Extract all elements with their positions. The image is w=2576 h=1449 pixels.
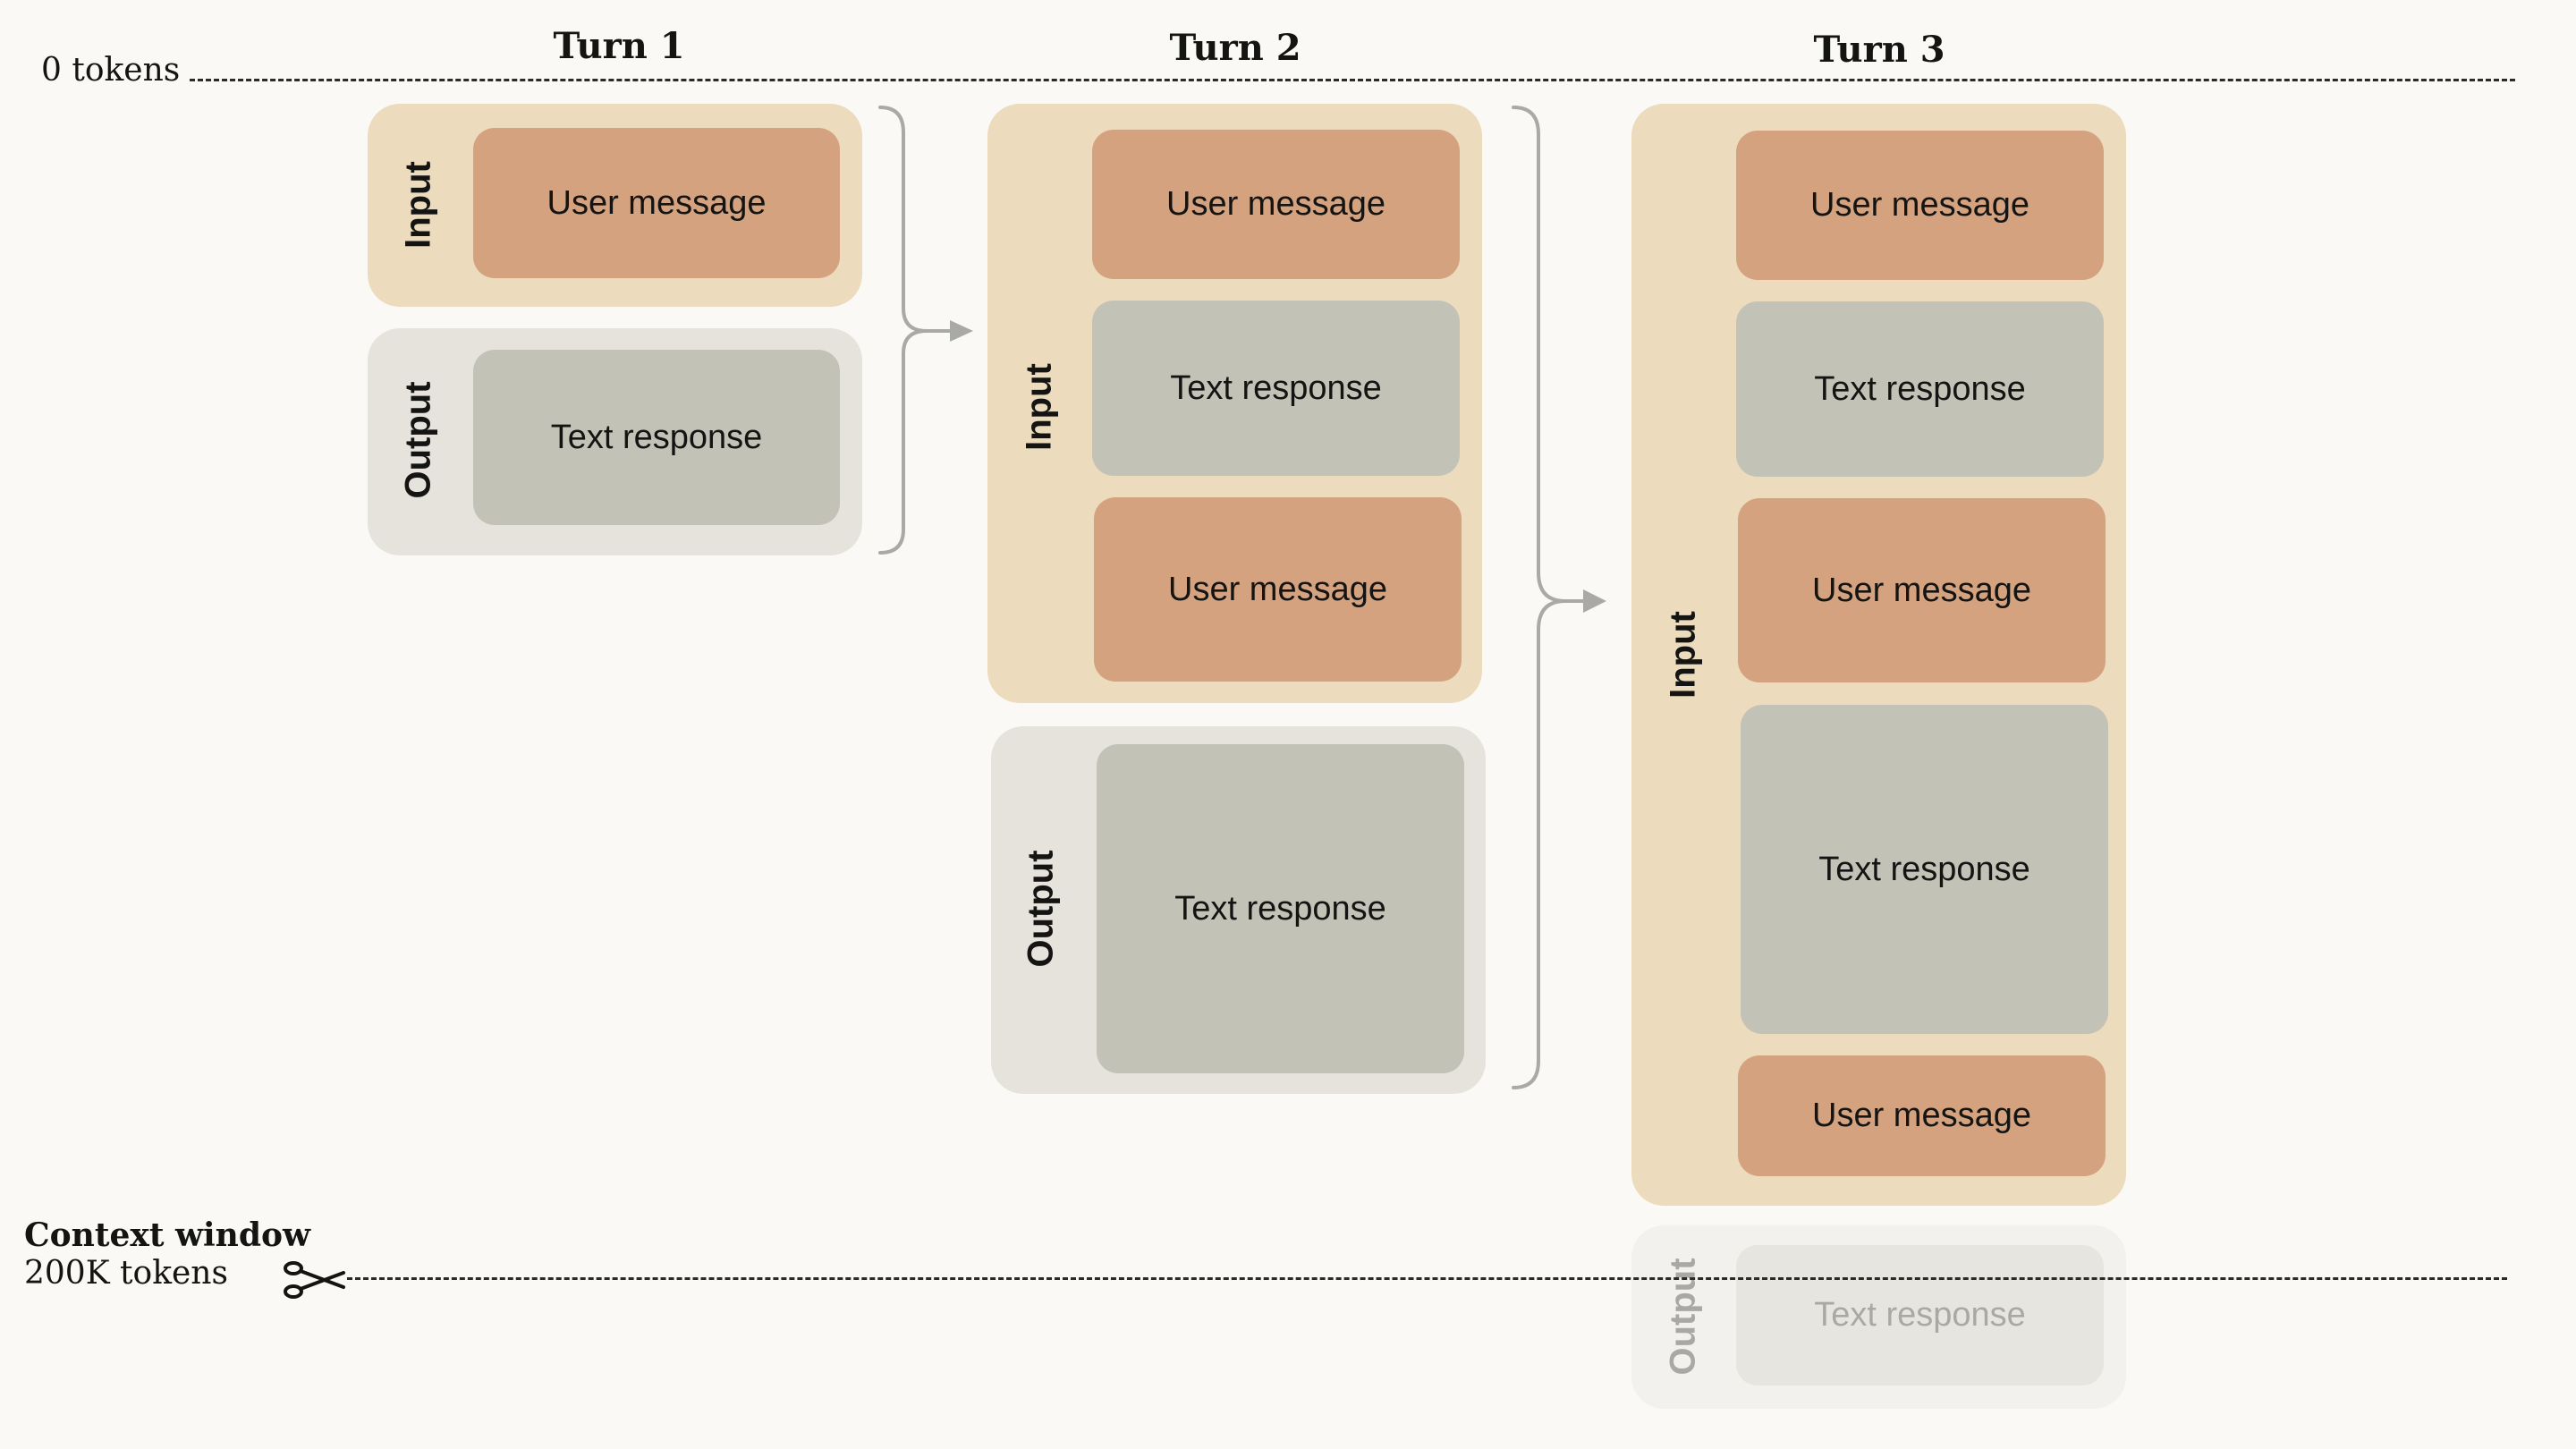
turn-2-brace [1512,106,1567,1089]
context-window-label: Context window [24,1216,311,1254]
turn-3-user-message-1: User message [1736,131,2104,280]
turn-2-user-message-1: User message [1092,130,1460,279]
turn-2-title: Turn 2 [1169,27,1301,69]
turn-1-user-message: User message [473,128,840,278]
turn-1-arrow-head [950,320,973,342]
scissors-icon [284,1261,345,1299]
turn-3-title: Turn 3 [1813,29,1945,71]
turn-3-user-message-2: User message [1738,498,2106,682]
turn-1-brace [878,106,928,555]
zero-tokens-line [190,79,2515,81]
turn-3-text-response-2: Text response [1741,705,2108,1034]
turn-1-title: Turn 1 [553,25,685,67]
turn-3-user-message-3: User message [1738,1055,2106,1176]
turn-3-text-response-1: Text response [1736,301,2104,477]
turn-2-text-response-2: Text response [1097,744,1464,1073]
zero-tokens-label: 0 tokens [41,52,181,89]
context-window-size: 200K tokens [24,1255,228,1292]
turn-2-user-message-2: User message [1094,497,1462,682]
turn-2-text-response-1: Text response [1092,301,1460,476]
turn-1-text-response: Text response [473,350,840,525]
context-window-line [347,1277,2507,1280]
turn-2-arrow-head [1583,589,1606,613]
